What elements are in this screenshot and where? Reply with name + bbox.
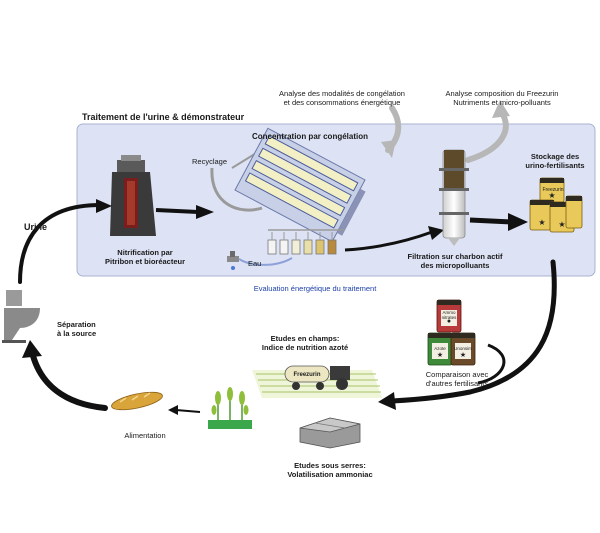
jar-ammo-label: Ammo nitrates	[439, 310, 459, 320]
stockage-label: Stockage des urino-fertilisants	[520, 152, 590, 170]
analyse-composition-label: Analyse composition du Freezurin Nutrime…	[432, 89, 572, 107]
callout-arrowhead-composition	[492, 100, 510, 118]
svg-text:★: ★	[460, 351, 466, 359]
separation-line-2: à la source	[57, 329, 97, 338]
recyclage-label: Recyclage	[192, 157, 228, 166]
comparison-jars-icon: ★ ★ ●	[427, 299, 476, 366]
carbon-filter-icon	[439, 149, 469, 246]
jar-ammo-line-2: nitrates	[441, 315, 457, 320]
freeze-concentrator-icon	[234, 127, 366, 243]
comparaison-label: Comparaison avec d'autres fertilisants	[412, 370, 502, 388]
wheat-icon	[208, 387, 252, 429]
eau-label: Eau	[248, 259, 262, 268]
arrow-to-filter	[344, 230, 433, 252]
recyclage-tube	[210, 167, 263, 212]
filtration-label: Filtration sur charbon actif des micropo…	[400, 252, 510, 270]
nitrification-line-2: Pitribon et bioréacteur	[104, 257, 185, 266]
jar-urine-label: Unonsim	[454, 346, 472, 351]
comparaison-line-2: d'autres fertilisants	[425, 379, 489, 388]
panel-title: Traitement de l'urine & démonstrateur	[82, 112, 245, 122]
stockage-line-2: urino-fertilisants	[525, 161, 585, 170]
field-tractor-icon	[252, 365, 382, 398]
arrow-to-storage	[469, 217, 513, 225]
arrow-comparaison	[477, 343, 506, 385]
urine-label: Urine	[24, 222, 48, 232]
arrow-to-bread	[175, 409, 201, 413]
arrowhead-to-bioreactor	[96, 199, 112, 213]
analyse-congelation-line-2: et des consommations énergétique	[283, 98, 401, 107]
svg-text:★: ★	[538, 218, 545, 227]
storage-jar-label: Freezurin	[542, 187, 564, 193]
callout-arrowhead-congelation	[381, 140, 396, 158]
analyse-congelation-line-1: Analyse des modalités de congélation	[279, 89, 405, 98]
arrow-to-freezer	[155, 208, 199, 214]
etudes-serres-label: Etudes sous serres: Volatilisation ammon…	[270, 461, 390, 479]
etudes-serres-line-2: Volatilisation ammoniac	[287, 470, 373, 479]
arrowhead-to-filter	[428, 226, 444, 240]
arrow-food-to-toilet	[29, 349, 108, 411]
stockage-line-1: Stockage des	[530, 152, 580, 161]
etudes-champs-line-2: Indice de nutrition azoté	[261, 343, 349, 352]
sample-bottles-icon	[267, 229, 345, 255]
greenhouse-icon	[299, 417, 361, 449]
etudes-serres-line-1: Etudes sous serres:	[294, 461, 366, 470]
comparaison-line-1: Comparaison avec	[425, 370, 489, 379]
separation-label: Séparation à la source	[57, 320, 96, 338]
alimentation-label: Alimentation	[124, 431, 166, 440]
toilet-icon	[2, 290, 40, 343]
arrowhead-to-toilet	[22, 340, 42, 358]
filtration-line-2: des micropolluants	[420, 261, 490, 270]
jar-azote-label: Azote	[434, 346, 446, 351]
analyse-composition-line-2: Nutriments et micro-polluants	[453, 98, 551, 107]
etudes-champs-label: Etudes en champs: Indice de nutrition az…	[250, 334, 360, 352]
storage-jars-icon: ★ ★ ★	[529, 177, 583, 233]
arrow-storage-to-fields	[389, 259, 557, 404]
nitrification-label: Nitrification par Pitribon et bioréacteu…	[90, 248, 200, 266]
arrowhead-to-freezer	[196, 205, 214, 219]
analyse-congelation-label: Analyse des modalités de congélation et …	[272, 89, 412, 107]
jar-ammo-line-1: Ammo	[442, 310, 456, 315]
separation-line-1: Séparation	[57, 320, 96, 329]
svg-text:★: ★	[558, 220, 565, 229]
arrowhead-to-fields	[378, 392, 396, 410]
etudes-champs-line-1: Etudes en champs:	[270, 334, 340, 343]
bioreactor-icon	[110, 155, 156, 236]
svg-text:★: ★	[548, 191, 555, 200]
svg-text:★: ★	[437, 351, 443, 359]
evaluation-label: Evaluation énergétique du traitement	[253, 284, 377, 293]
water-tap-icon	[227, 251, 293, 270]
filtration-line-1: Filtration sur charbon actif	[407, 252, 503, 261]
arrow-toilet-to-bioreactor	[18, 203, 102, 284]
nitrification-line-1: Nitrification par	[117, 248, 173, 257]
analyse-composition-line-1: Analyse composition du Freezurin	[445, 89, 559, 98]
bread-icon	[111, 391, 163, 411]
concentration-label: Concentration par congélation	[251, 132, 368, 141]
tractor-label: Freezurin	[293, 372, 321, 378]
arrowhead-to-storage	[508, 213, 528, 231]
svg-text:●: ●	[447, 318, 451, 325]
